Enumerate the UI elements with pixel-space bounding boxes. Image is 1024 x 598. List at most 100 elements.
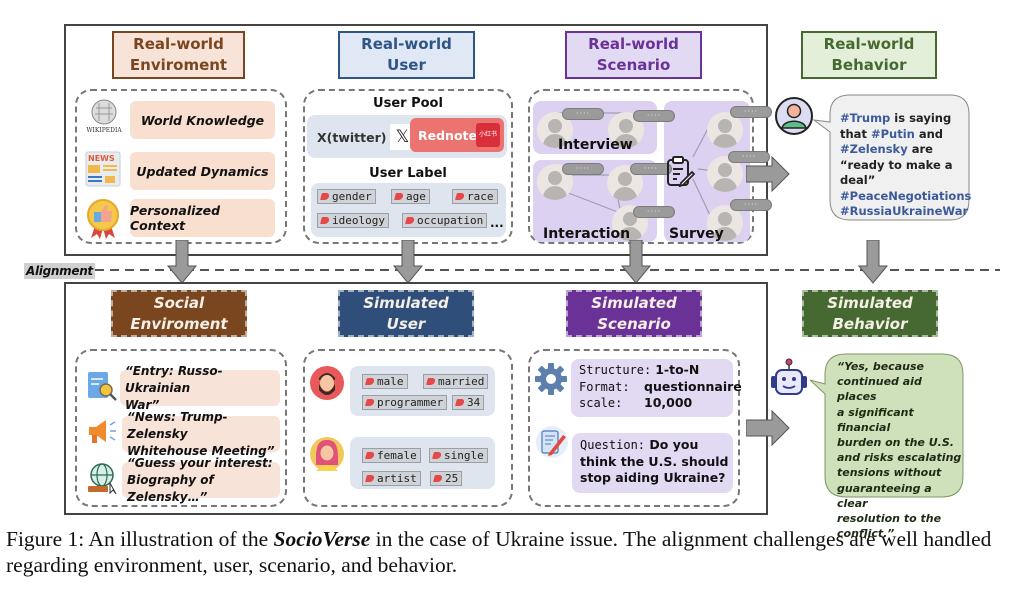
personalized-context-item: Personalized Context [130, 199, 275, 237]
user-label-tag: age [391, 189, 430, 204]
gear-icon [534, 362, 568, 396]
align-arrow-environment [167, 240, 197, 284]
config-value: 1-to-N [655, 362, 700, 377]
speech-bubble: ···· [630, 163, 672, 175]
speech-bubble: ···· [633, 206, 675, 218]
wikipedia-icon: WIKIPEDIA [86, 98, 122, 134]
figure-caption: Figure 1: An illustration of the SocioVe… [6, 527, 992, 577]
news-icon: NEWS [84, 150, 122, 188]
rednote-logo-icon: 小红书 [476, 123, 500, 147]
response-line: conflict.” [837, 527, 895, 541]
hashtag[interactable]: #Trump [840, 111, 891, 125]
simulated-scenario-group [528, 349, 740, 507]
config-key: scale: [579, 396, 623, 410]
user-label-title: User Label [369, 166, 447, 181]
woman-avatar [310, 437, 344, 471]
profile-tag: 34 [452, 395, 485, 410]
profile-tag: male [362, 374, 408, 389]
speech-bubble: ···· [728, 151, 770, 163]
response-line: “Yes, because [837, 360, 924, 373]
x-twitter-source: X(twitter) 𝕏 [317, 124, 415, 150]
interaction-label: Interaction [543, 226, 631, 242]
align-arrow-scenario [621, 240, 651, 284]
profile-tag: artist [362, 471, 421, 486]
megaphone-icon [86, 416, 118, 446]
simulated-to-behavior-arrow [746, 410, 790, 446]
post-text-segment: and [914, 126, 944, 141]
social-environment-group [75, 349, 287, 507]
bearded-man-avatar [310, 366, 344, 400]
response-line: guaranteeing a clear [837, 481, 932, 510]
align-arrow-behavior [858, 240, 888, 284]
config-value: questionnaire [644, 378, 742, 394]
svg-text:NEWS: NEWS [88, 154, 115, 163]
svg-text:WIKIPEDIA: WIKIPEDIA [86, 127, 122, 134]
survey-label: Survey [669, 226, 724, 242]
profile-tag: single [429, 448, 488, 463]
scenario-config: Structure: 1-to-N Format: questionnaire s… [579, 362, 742, 412]
framework-name: SocioVerse [273, 527, 371, 551]
person-icon [707, 205, 743, 241]
thumbs-up-badge-icon [85, 198, 121, 240]
real-to-behavior-arrow [746, 156, 790, 192]
user-label-tag: ideology [317, 213, 389, 228]
user-label-tag: gender [317, 189, 376, 204]
speech-bubble: ···· [730, 106, 772, 118]
hashtag[interactable]: #Zelensky [840, 142, 908, 156]
person-icon [537, 164, 573, 200]
alignment-label: Alignment [24, 263, 95, 279]
speech-bubble: ···· [730, 199, 772, 211]
simulated-behavior-speech-bubble [809, 353, 964, 498]
profile-tag: female [362, 448, 421, 463]
hashtag[interactable]: #RussiaUkraineWar [840, 204, 969, 218]
hashtag[interactable]: #PeaceNegotiations [840, 188, 972, 203]
profile-tag: programmer [362, 395, 448, 410]
user-pool-title: User Pool [373, 96, 443, 111]
speech-bubble: ···· [562, 163, 604, 175]
survey-clipboard-icon [665, 155, 696, 188]
user-label-tag: occupation [402, 213, 488, 228]
response-line: tensions without [837, 466, 942, 480]
interview-label: Interview [558, 137, 633, 153]
world-knowledge-item: World Knowledge [130, 101, 275, 139]
align-arrow-user [393, 240, 423, 284]
response-line: burden on the U.S. [837, 436, 954, 450]
person-icon [607, 165, 643, 201]
post-text-segment: is saying that [840, 111, 952, 141]
response-line: and risks escalating [837, 451, 962, 465]
question-key: Question: [580, 438, 646, 452]
response-line: continued aid places [837, 375, 922, 404]
rednote-source: Rednote 小红书 [410, 118, 504, 152]
robot-agent-icon [768, 358, 810, 400]
response-line: a significant financial [837, 405, 914, 434]
config-key: Structure: [579, 363, 652, 377]
alignment-dashed-line [95, 269, 1000, 271]
question-box [572, 433, 733, 493]
real-behavior-speech-bubble [812, 94, 970, 221]
speech-bubble: ···· [562, 108, 604, 120]
scenario-config-box [571, 359, 733, 417]
updated-dynamics-item: Updated Dynamics [130, 152, 275, 190]
more-labels-ellipsis: ... [490, 216, 504, 230]
profile-tag: married [423, 374, 489, 389]
social-env-item-interest: “Guess your interest:Biography of Zelens… [122, 456, 280, 504]
globe-web-icon [86, 461, 120, 495]
questionnaire-pen-icon [535, 425, 569, 459]
hashtag[interactable]: #Putin [870, 126, 915, 141]
post-text-segment: are “ready to make a deal” [840, 142, 953, 187]
config-value: 10,000 [644, 395, 693, 410]
response-line: resolution to the [837, 512, 942, 526]
config-key: Format: [579, 379, 630, 394]
question-text: Question: Do you think the U.S. should s… [580, 437, 729, 485]
